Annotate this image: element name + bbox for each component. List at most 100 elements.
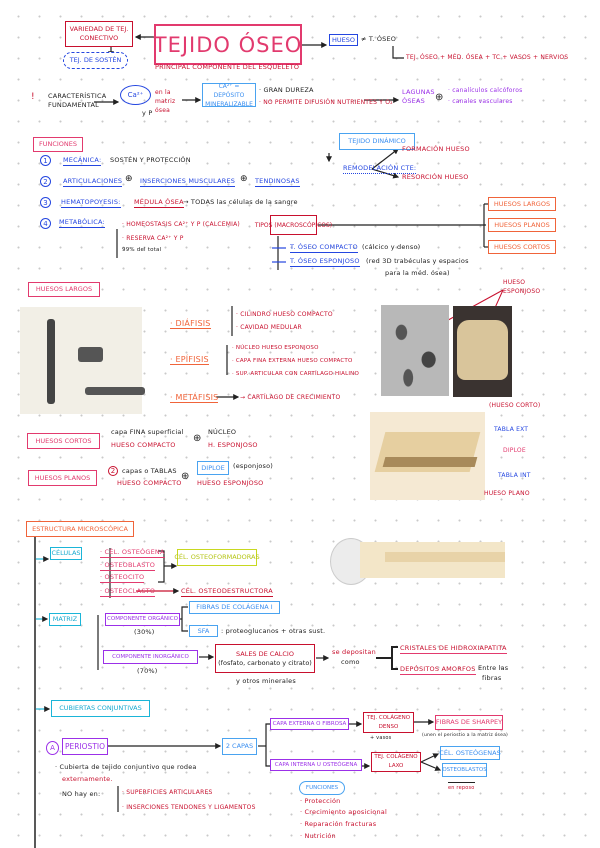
plus-icon: ⊕ — [435, 92, 444, 103]
canal-1: · canalículos calcóforos — [448, 87, 523, 94]
tabla-ext-label: TABLA EXT — [494, 426, 529, 433]
y-p: y P — [142, 109, 153, 117]
largos-title: HUESOS LARGOS — [28, 282, 100, 297]
plus-icon: ⊕ — [193, 433, 202, 444]
func-inserciones: INSERCIONES MUSCULARES — [140, 177, 236, 187]
variedad-box: VARIEDAD DE TEJ. CONECTIVO — [65, 21, 133, 47]
sfa-desc: : proteoglucanos + otras sust. — [221, 627, 326, 635]
diafisis: · DIÁFISIS — [170, 319, 211, 329]
resorcion: RESORCIÓN hueso — [402, 173, 469, 181]
hueso-plano-label: HUESO PLANO — [484, 490, 530, 497]
capa-externa: CAPA EXTERNA o FIBROSA — [270, 718, 349, 730]
deposito-box: Ca²⁺ = DEPÓSITO MINERALIZABLE — [202, 83, 256, 108]
page-subtitle: PRINCIPAL COMPONENTE DEL ESQUELETO — [155, 63, 300, 71]
colageno-denso: TEJ. COLÁGENO DENSO — [363, 712, 414, 733]
no-hay: NO hay en: — [62, 790, 101, 798]
sales-desc: (fosfato, carbonato y citrato) — [218, 658, 312, 667]
func-per-1: · Protección — [300, 797, 341, 805]
short-bone-photo — [453, 306, 512, 397]
cortos-a: capa FINA superficial — [111, 428, 184, 436]
metafisis: · METÁFISIS — [170, 393, 219, 403]
hueso-definition: TEJ. ÓSEO + MÉD. ÓSEA + TC + VASOS + NER… — [406, 54, 569, 61]
func-hematopoyesis-desc: → TODAS las células de la sangre — [183, 198, 298, 206]
lagunas: LAGUNAS ÓSEAS — [402, 88, 435, 105]
tipo-cortos: HUESOS CORTOS — [488, 240, 556, 254]
entre-las: Entre las — [478, 664, 509, 672]
hueso-corto-caption: (HUESO CORTO) — [489, 402, 541, 409]
como: como — [341, 658, 360, 666]
func-articulaciones: ARTICULACIONES — [63, 177, 123, 187]
diafisis-2: · CAVIDAD MEDULAR — [236, 324, 302, 331]
num-2: 2 — [40, 176, 51, 187]
tipo-esponjoso-desc: (red 3D trabéculas y espacios — [366, 257, 469, 265]
long-bone-image — [20, 307, 145, 414]
sales-box: SALES DE CALCIO (fosfato, carbonato y ci… — [215, 644, 315, 673]
tipos-box: TIPOS (macroscópicos) — [255, 215, 332, 235]
formacion: FORMACIÓN hueso — [402, 145, 470, 153]
func-hematopoyesis: HEMATOPOYESIS: — [61, 198, 121, 208]
fibras-box: FIBRAS DE COLÁGENA I — [189, 601, 280, 614]
planos-a: capas o TABLAS — [122, 467, 177, 475]
cubiertas-title: CUBIERTAS CONJUNTIVAS — [51, 700, 150, 717]
periostio-def-2: externamente. — [62, 775, 113, 783]
tabla-int-label: TABLA INT — [498, 472, 531, 479]
cortos-title: HUESOS CORTOS — [27, 433, 100, 449]
sales-title: SALES DE CALCIO — [236, 649, 294, 658]
se-depositan: se depositan — [332, 648, 376, 656]
inorganico-box: COMPONENTE INORGÁNICO — [103, 650, 198, 664]
metab-1: · HOMEOSTASIS Ca²⁺ y P (calcemia) — [122, 221, 240, 228]
alert-icon: ! — [31, 92, 35, 102]
metafisis-desc: → CARTÍLAGO DE CRECIMIENTO — [240, 394, 341, 401]
micro-title: ESTRUCTURA MICROSCÓPICA — [26, 521, 134, 537]
func-per-4: · Nutrición — [300, 832, 336, 840]
page-title: TEJIDO ÓSEO — [154, 24, 302, 65]
caracteristica-label: CARACTERÍSTICA FUNDAMENTAL — [48, 92, 107, 109]
bone-remodeling-diagram — [330, 530, 505, 600]
matriz-box: MATRIZ — [49, 613, 81, 626]
fibras-word: fibras — [482, 674, 502, 682]
osteodestructora: CÉL. OSTEODESTRUCTORA — [181, 587, 273, 597]
en-reposo: en reposo — [448, 782, 475, 793]
organico-box: COMPONENTE ORGÁNICO — [105, 613, 180, 626]
tipo-planos: HUESOS PLANOS — [488, 218, 556, 232]
tipo-largos: HUESOS LARGOS — [488, 197, 556, 211]
planos-a2: HUESO COMPACTO — [117, 479, 182, 487]
hidroxiapatita: CRISTALES DE HIDROXIAPATITA — [400, 644, 507, 654]
sharpey-box: FIBRAS DE SHARPEY — [435, 715, 503, 730]
no-hay-1: · SUPERFICIES ARTICULARES — [122, 789, 213, 796]
metab-2: · RESERVA Ca²⁺ y P — [122, 235, 184, 242]
en-matriz: en la matriz ósea — [155, 89, 176, 114]
cel-osteoblasto: · OSTEOBLASTO — [100, 561, 156, 571]
capas-box: 2 CAPAS — [222, 738, 257, 755]
celulas-box: CÉLULAS — [50, 547, 82, 560]
no-hay-2: · INSERCIONES TENDONES y LIGAMENTOS — [122, 804, 256, 811]
sfa-box: SFA — [189, 625, 218, 637]
diploe-box: DIPLOE — [197, 461, 229, 475]
diafisis-1: · Cilindro HUESO COMPACTO — [236, 311, 333, 318]
planos-b2: HUESO ESPONJOSO — [197, 479, 264, 487]
capa-interna: CAPA INTERNA u OSTEÓGENA — [270, 759, 362, 771]
remodelacion: REMODELACIÓN CTE: — [343, 164, 417, 174]
cel-osteogena: · CÉL. OSTEÓGENA — [100, 548, 165, 558]
dureza: · GRAN DUREZA — [259, 86, 314, 94]
hueso-box: HUESO — [329, 34, 358, 46]
periostio-box: PERIOSTIO — [62, 738, 108, 755]
inorganico-pct: (70%) — [137, 667, 158, 675]
dinamico-title: TEJIDO DINÁMICO — [339, 133, 415, 150]
func-mecanica: MECÁNICA: — [63, 156, 102, 166]
num-1: 1 — [40, 155, 51, 166]
cel-osteocito: · OSTEOCITO — [100, 573, 145, 583]
hueso-esponjoso-label: HUESO ESPONJOSO — [503, 279, 541, 295]
sharpey-note: (unen el periostio a la matriz ósea) — [422, 733, 508, 738]
num-4: 4 — [40, 218, 51, 229]
epifisis-3: · SUP. ARTICULAR con CARTÍLAGO HIALINO — [232, 371, 360, 377]
func-tendinosas: TENDINOSAS — [255, 177, 300, 187]
tipo-compacto: T. ÓSEO COMPACTO — [290, 243, 358, 253]
cel-osteoclasto: · OSTEOCLASTO — [100, 587, 156, 597]
sosten-cloud: TEJ. DE SOSTÉN — [63, 52, 128, 69]
cortos-a2: HUESO COMPACTO — [111, 441, 176, 449]
spongy-bone-photo — [381, 305, 449, 396]
canal-2: · canales vasculares — [448, 98, 513, 105]
func-mecanica-desc: SOSTÉN Y PROTECCIÓN — [110, 156, 191, 164]
epifisis: · EPÍFISIS — [170, 355, 209, 365]
